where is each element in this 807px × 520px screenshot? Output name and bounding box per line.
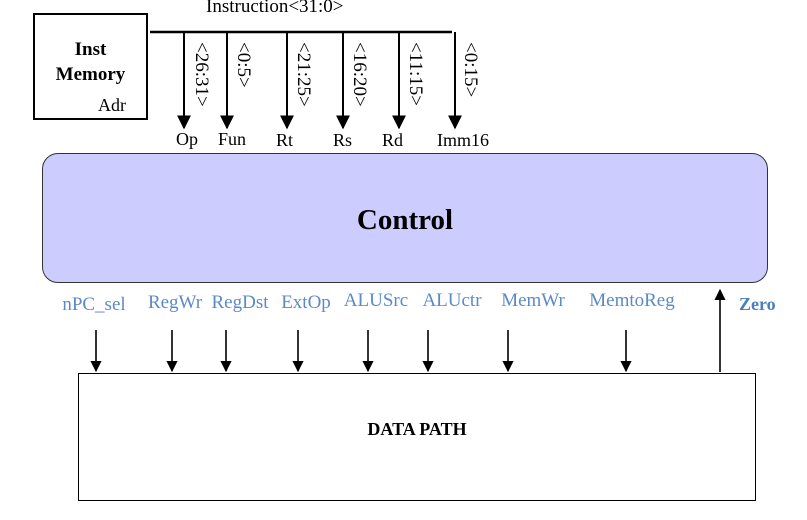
rt-field: Rt <box>276 130 294 150</box>
rd-field: Rd <box>382 130 404 150</box>
inst-memory-line1: Inst <box>74 39 107 60</box>
rs-field: Rs <box>333 130 353 150</box>
op-field: Op <box>176 129 198 149</box>
control-block: Control <box>42 153 768 283</box>
datapath-block: DATA PATH <box>78 373 756 501</box>
signal-regwr: RegWr <box>147 292 203 313</box>
instruction-bus-label: Instruction<31:0> <box>206 0 344 17</box>
control-label: Control <box>356 204 454 236</box>
signal-npc-sel: nPC_sel <box>62 294 126 315</box>
inst-memory-line2: Memory <box>55 64 126 85</box>
rd-bits: <11:15> <box>405 42 426 107</box>
rs-bits: <16:20> <box>349 42 370 107</box>
imm16-field: Imm16 <box>437 130 489 150</box>
rt-bits: <21:25> <box>293 42 314 107</box>
zero-flag-label: Zero <box>739 294 776 314</box>
inst-memory-block: Inst Memory Adr <box>33 13 148 120</box>
signal-regdst: RegDst <box>211 292 269 313</box>
signal-aluctr: ALUctr <box>422 290 482 311</box>
inst-memory-adr-port: Adr <box>98 95 126 115</box>
imm16-bits: <0:15> <box>460 42 481 98</box>
fun-bits: <0:5> <box>233 42 254 88</box>
signal-extop: ExtOp <box>281 292 331 313</box>
datapath-label: DATA PATH <box>367 419 467 439</box>
op-bits: <26:31> <box>191 42 212 107</box>
signal-alusrc: ALUSrc <box>343 290 409 311</box>
inst-memory-title: Inst Memory <box>35 37 146 87</box>
signal-memwr: MemWr <box>501 290 565 311</box>
signal-memtoreg: MemtoReg <box>589 290 675 311</box>
fun-field: Fun <box>218 129 247 149</box>
